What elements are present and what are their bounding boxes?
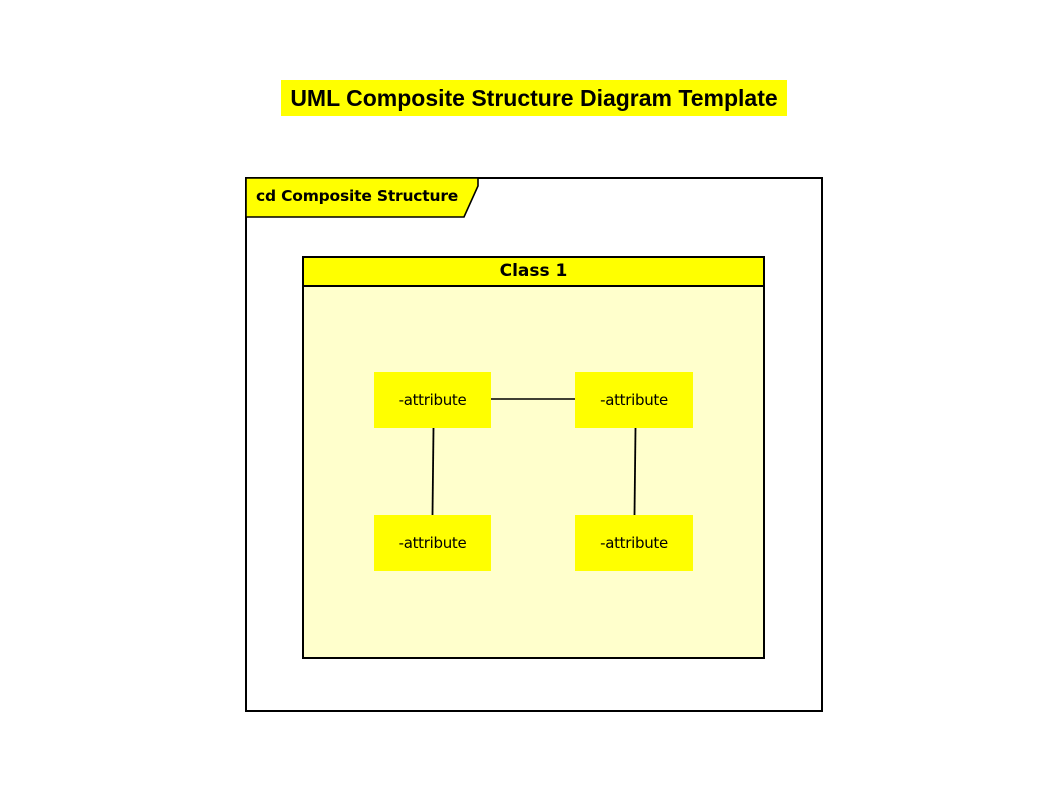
part-box-top-left[interactable]: -attribute — [374, 372, 491, 428]
frame-label-tab: cd Composite Structure — [245, 177, 480, 219]
part-box-bottom-right[interactable]: -attribute — [575, 515, 693, 571]
part-box-bottom-left[interactable]: -attribute — [374, 515, 491, 571]
class-name-header: Class 1 — [304, 258, 763, 287]
frame-label-shape — [245, 177, 479, 218]
part-box-top-right[interactable]: -attribute — [575, 372, 693, 428]
frame-label-text: cd Composite Structure — [256, 187, 459, 205]
class-box-class-1[interactable]: Class 1 — [302, 256, 765, 659]
page-title: UML Composite Structure Diagram Template — [281, 80, 787, 116]
